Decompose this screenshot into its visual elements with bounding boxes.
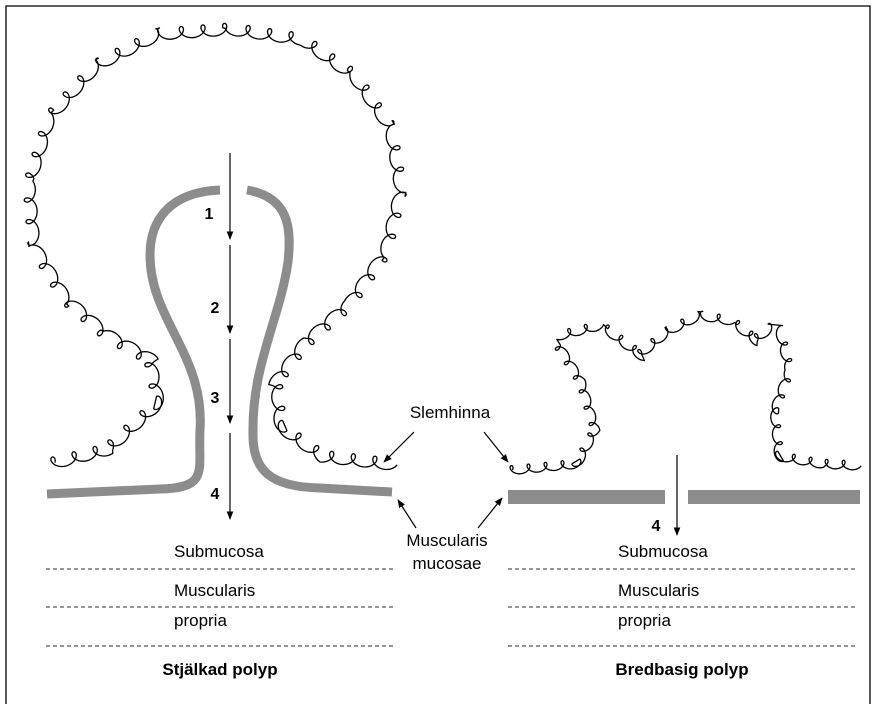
right-caption: Bredbasig polyp [615, 660, 748, 679]
muscularis-mucosae-arrow-right [478, 498, 502, 528]
left-submucosa-label: Submucosa [174, 542, 264, 561]
left-muscularis-propria-label-1: Muscularis [174, 581, 255, 600]
sessile-polyp [508, 311, 861, 504]
right-level-number-4: 4 [652, 518, 661, 535]
left-stalk-wall [47, 190, 220, 494]
right-stalk-wall [247, 190, 392, 492]
right-muscularis-propria-label-2: propria [618, 611, 671, 630]
level-number-3: 3 [211, 390, 220, 407]
slemhinna-arrow-left [384, 432, 414, 462]
center-labels: Slemhinna Muscularis mucosae [384, 403, 508, 573]
muscularis-mucosae-label-2: mucosae [413, 554, 482, 573]
level-number-2: 2 [211, 300, 220, 317]
pedunculated-polyp [24, 23, 406, 494]
level-number-4: 4 [211, 486, 220, 503]
frame-border [6, 6, 870, 704]
level-number-1: 1 [205, 206, 214, 223]
muscularis-mucosae-arrow-left [398, 500, 416, 528]
left-caption: Stjälkad polyp [162, 660, 277, 679]
muscularis-mucosae-label-1: Muscularis [406, 531, 487, 550]
right-polyp-mucosa [510, 311, 861, 474]
slemhinna-arrow-right [484, 432, 508, 462]
right-submucosa-label: Submucosa [618, 542, 708, 561]
right-muscularis-mucosae-right [688, 490, 860, 504]
slemhinna-label: Slemhinna [410, 403, 491, 422]
left-muscularis-propria-label-2: propria [174, 611, 227, 630]
right-muscularis-propria-label-1: Muscularis [618, 581, 699, 600]
invasion-levels: 1 2 3 4 [205, 153, 230, 519]
right-muscularis-mucosae-left [508, 490, 665, 504]
